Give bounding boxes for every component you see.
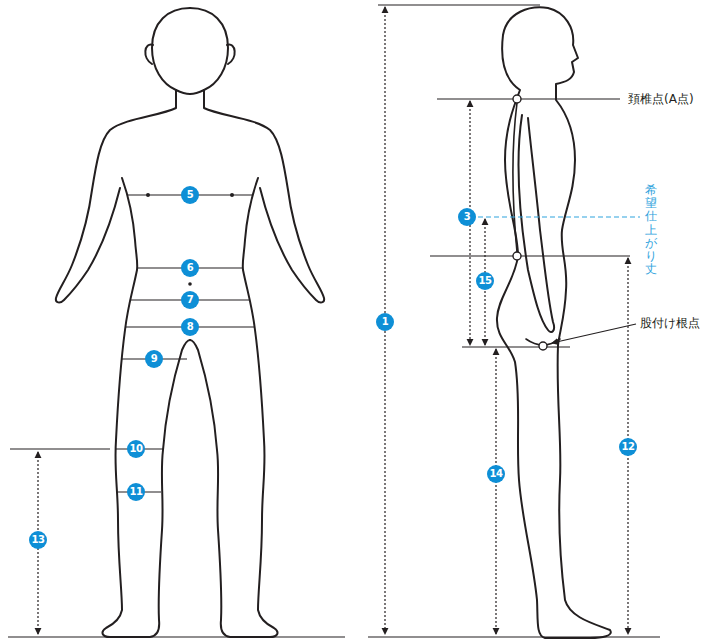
callout-number: 12 [619, 438, 637, 456]
point-label: 頚椎点(A点) [627, 92, 695, 106]
side-measure-lines [378, 5, 636, 634]
callout-number: 11 [127, 483, 145, 501]
neck-point [513, 95, 521, 103]
callout-number: 1 [376, 313, 394, 331]
point-label: 股付け根点 [639, 316, 701, 330]
callout-number: 7 [181, 291, 199, 309]
neck-point-line [437, 98, 620, 99]
side-figure [497, 7, 611, 638]
ground-line [368, 636, 660, 637]
callout-number: 15 [476, 272, 494, 290]
navel-dot [188, 282, 192, 286]
front-dots [146, 193, 234, 286]
side-body-outline [497, 7, 611, 638]
vertical-note: 希望仕上がり丈 [645, 184, 657, 276]
crotch-point [539, 342, 547, 350]
waist-point-line [430, 255, 630, 256]
chest-dot [146, 193, 150, 197]
callout-number: 13 [29, 531, 47, 549]
callout-number: 10 [127, 440, 145, 458]
side-arm [519, 115, 554, 332]
chest-dot [230, 193, 234, 197]
front-figure [56, 8, 324, 637]
front-left-half [56, 8, 190, 637]
head-top-line [378, 4, 540, 5]
knee-height-line [10, 448, 110, 449]
front-right-half [190, 8, 324, 637]
callout-number: 5 [181, 186, 199, 204]
crotch-leader [552, 324, 636, 343]
callout-number: 3 [458, 208, 476, 226]
side-points [513, 95, 547, 350]
callout-number: 8 [181, 318, 199, 336]
crotch-line [462, 346, 570, 347]
waist-point [513, 252, 521, 260]
callout-number: 9 [145, 350, 163, 368]
front-measure-lines [10, 195, 255, 634]
finish-length-line [470, 216, 640, 217]
callout-number: 6 [181, 259, 199, 277]
back-line [513, 103, 517, 252]
callout-number: 14 [487, 465, 505, 483]
inseam-dimension [495, 349, 496, 634]
ground-line [8, 636, 345, 637]
